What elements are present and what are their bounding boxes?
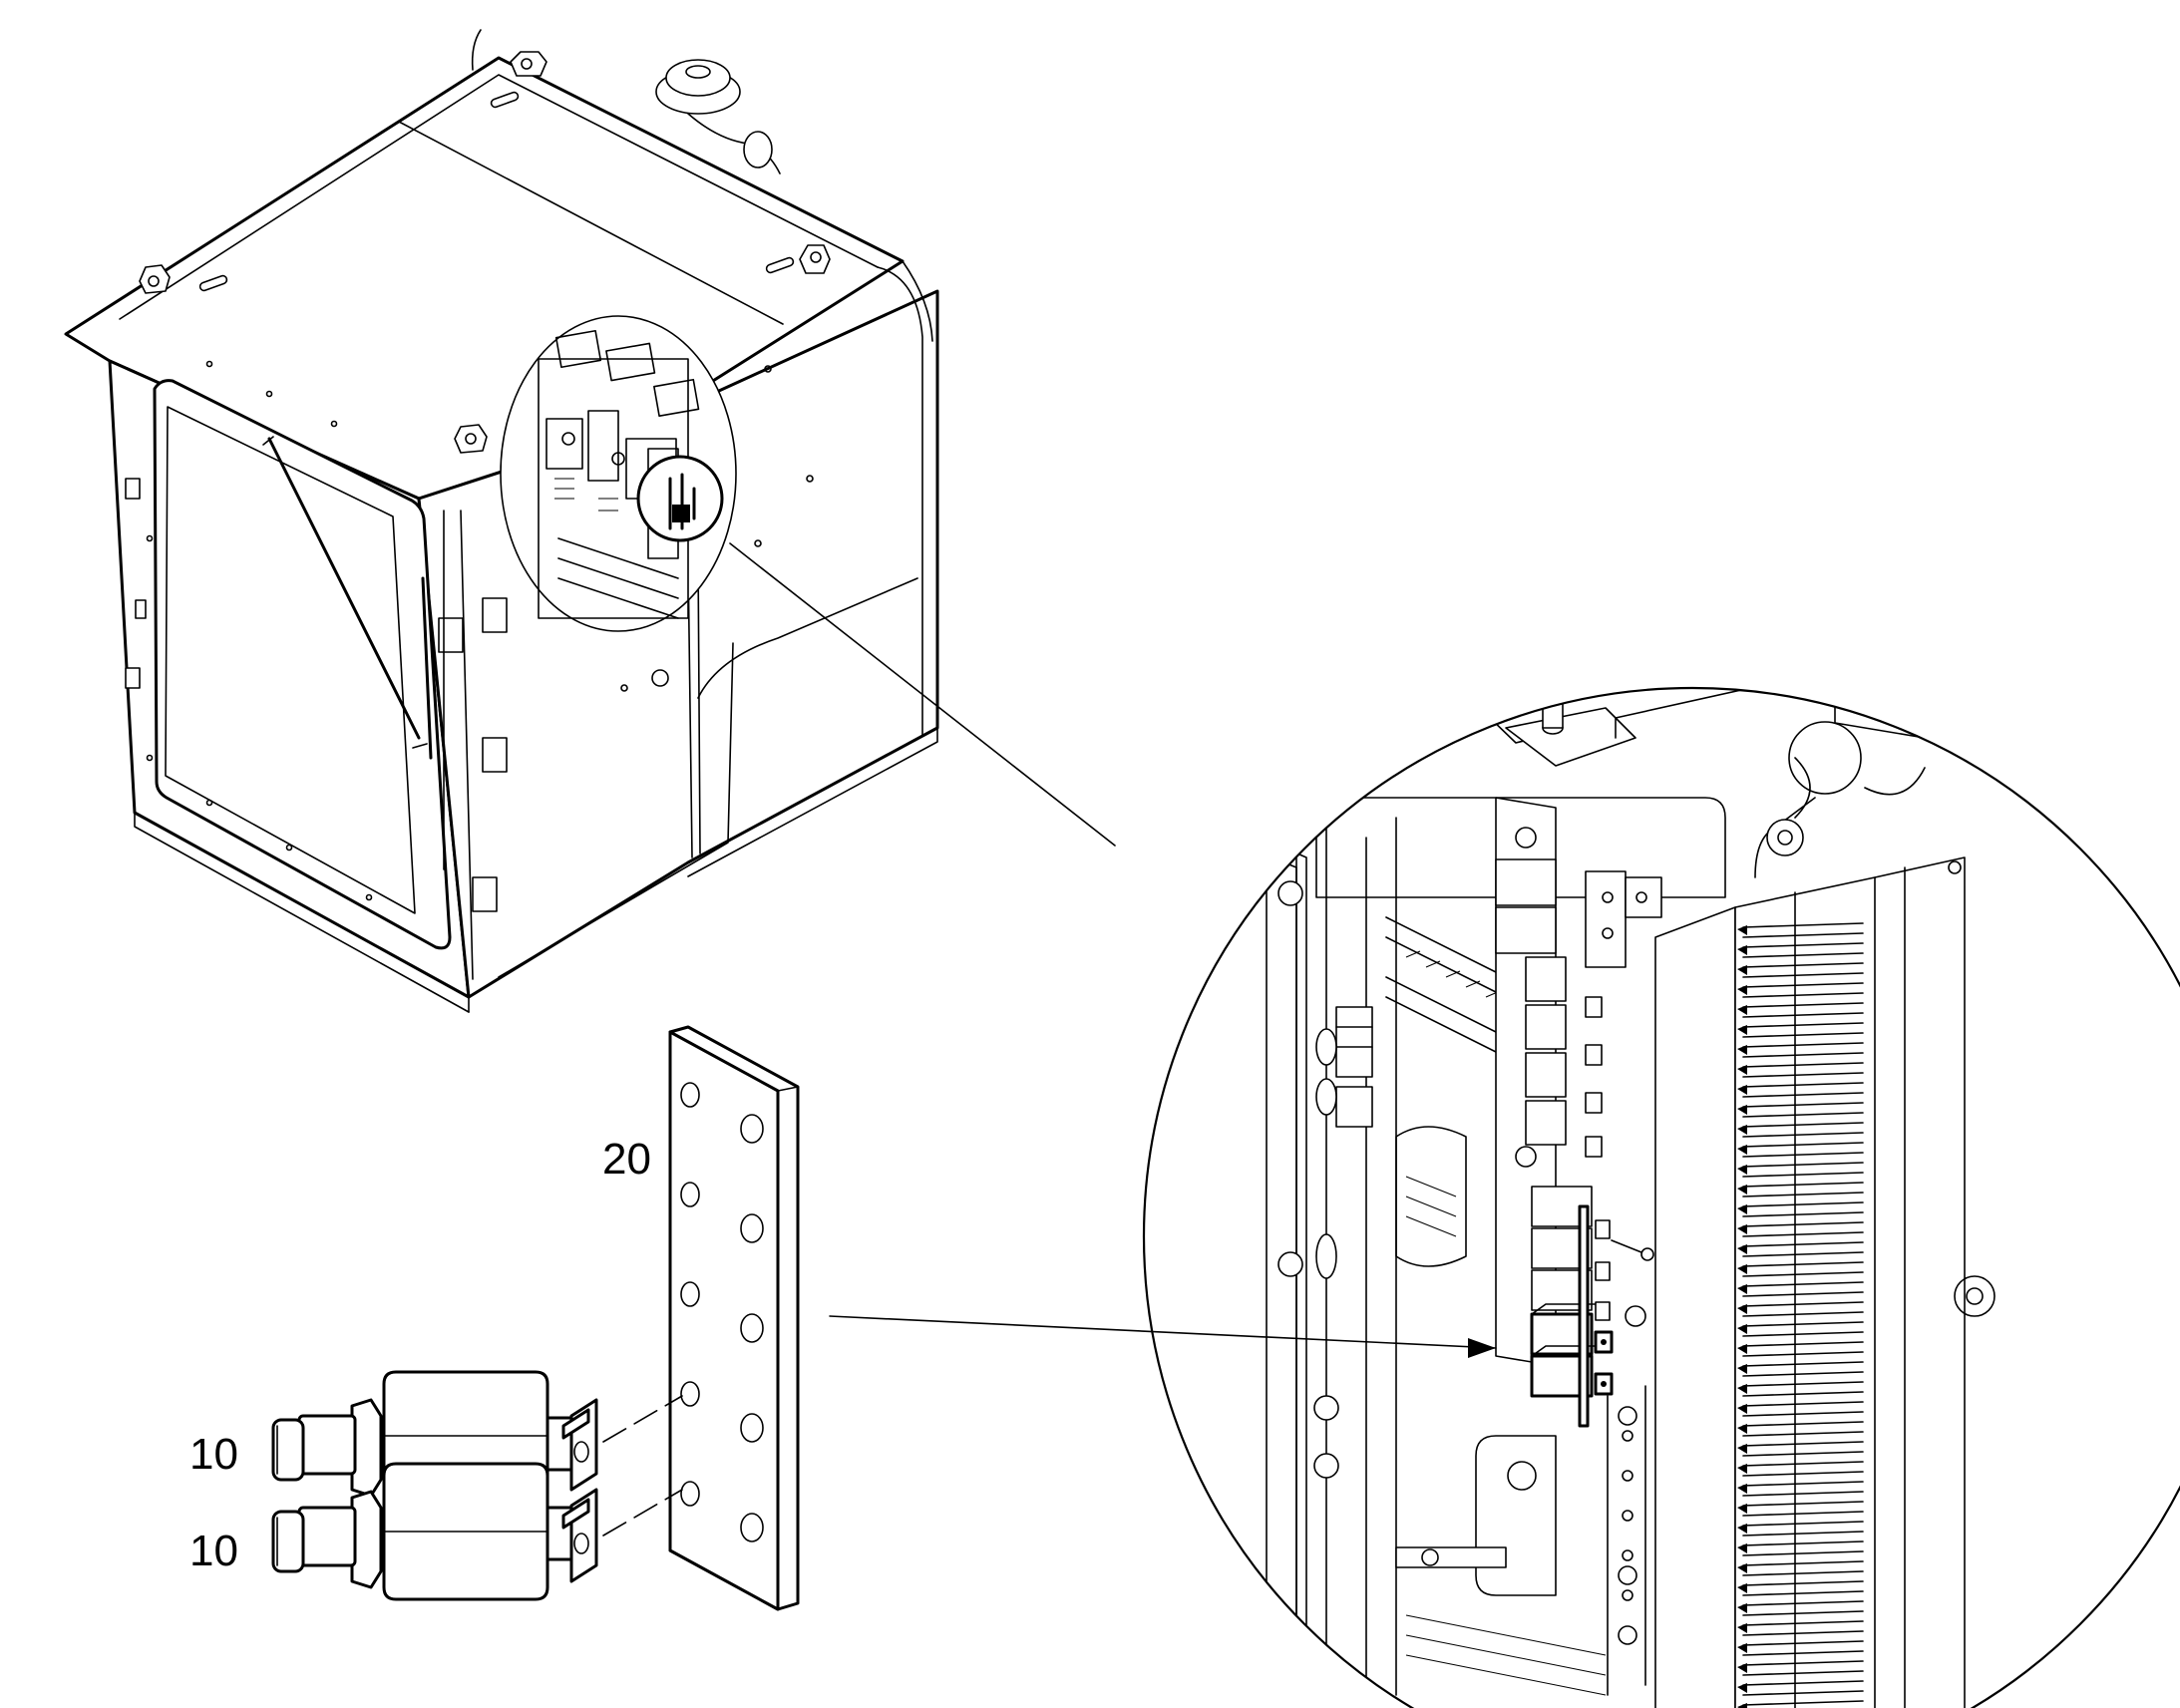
terminal-clip [1737, 965, 1747, 975]
detail-view-circle [1143, 687, 2180, 1708]
terminal-clip [1737, 1384, 1747, 1394]
terminal-row [1742, 1700, 1864, 1708]
terminal-row [1742, 1162, 1864, 1178]
terminal-row [1742, 942, 1864, 958]
terminal-row [1742, 1102, 1864, 1118]
terminal-clip [1737, 1404, 1747, 1414]
terminal-row [1742, 1580, 1864, 1596]
terminal-row [1742, 1441, 1864, 1457]
terminal-clip [1737, 1085, 1747, 1095]
terminal-row [1742, 1281, 1864, 1297]
terminal-clip [1737, 1005, 1747, 1015]
terminal-clip [1737, 1543, 1747, 1553]
terminal-clip [1737, 1125, 1747, 1135]
terminal-clip [1737, 1145, 1747, 1155]
terminal-row [1742, 1142, 1864, 1158]
terminal-row [1742, 1660, 1864, 1676]
terminal-row [1742, 1361, 1864, 1377]
terminal-row [1742, 1002, 1864, 1018]
terminal-row [1742, 1600, 1864, 1616]
terminal-clip [1737, 1244, 1747, 1254]
terminal-row [1742, 1501, 1864, 1517]
terminal-row [1742, 1341, 1864, 1357]
terminal-clip [1737, 1364, 1747, 1374]
terminal-row [1742, 1261, 1864, 1277]
terminal-row [1742, 1481, 1864, 1497]
terminal-row [1742, 1521, 1864, 1537]
terminal-clip [1737, 1703, 1747, 1708]
terminal-clip [1737, 1623, 1747, 1633]
terminal-row [1742, 1421, 1864, 1437]
terminal-row [1742, 1182, 1864, 1197]
terminal-row [1742, 1461, 1864, 1477]
callout-relay-upper: 10 [189, 1430, 238, 1479]
terminal-row [1742, 1022, 1864, 1038]
terminal-clip [1737, 1105, 1747, 1115]
terminal-clip [1737, 1603, 1747, 1613]
terminal-clip [1737, 925, 1747, 935]
terminal-clip [1737, 985, 1747, 995]
terminal-clip [1737, 1643, 1747, 1653]
terminal-row [1742, 1640, 1864, 1656]
terminal-clip [1737, 1224, 1747, 1234]
terminal-clip [1737, 1524, 1747, 1534]
terminal-clip [1737, 1185, 1747, 1195]
terminal-clip [1737, 1563, 1747, 1573]
terminal-clip [1737, 1683, 1747, 1693]
terminal-row [1742, 1082, 1864, 1098]
terminal-clip [1737, 1065, 1747, 1075]
terminal-row [1742, 1680, 1864, 1696]
terminal-row [1742, 982, 1864, 998]
terminal-rows [1737, 922, 1864, 1708]
lower-relay-stack [1530, 1186, 1654, 1428]
terminal-row [1742, 1381, 1864, 1397]
terminal-row [1742, 1042, 1864, 1058]
terminal-clip [1737, 945, 1747, 955]
terminal-row [1742, 1201, 1864, 1217]
callout-mounting-plate: 20 [602, 1135, 651, 1184]
callout-relay-lower: 10 [189, 1527, 238, 1575]
terminal-clip [1737, 1324, 1747, 1334]
terminal-clip [1737, 1663, 1747, 1673]
terminal-clip [1737, 1204, 1747, 1214]
terminal-clip [1737, 1284, 1747, 1294]
terminal-row [1742, 962, 1864, 978]
terminal-row [1742, 1540, 1864, 1556]
relay-part-lower [271, 1462, 598, 1601]
terminal-clip [1737, 1484, 1747, 1494]
terminal-clip [1737, 1464, 1747, 1474]
upper-relay-stack [1495, 858, 1662, 1158]
terminal-clip [1737, 1344, 1747, 1354]
terminal-row [1742, 922, 1864, 938]
terminal-clip [1737, 1025, 1747, 1035]
terminal-clip [1737, 1045, 1747, 1055]
terminal-clip [1737, 1264, 1747, 1274]
terminal-row [1742, 1401, 1864, 1417]
terminal-row [1742, 1221, 1864, 1237]
terminal-row [1742, 1301, 1864, 1317]
terminal-row [1742, 1620, 1864, 1636]
detail-locator-circle [500, 315, 737, 632]
terminal-block-column [1654, 721, 1996, 1708]
terminal-clip [1737, 1165, 1747, 1175]
terminal-clip [1737, 1304, 1747, 1314]
terminal-row [1742, 1062, 1864, 1078]
mounting-plate-part [668, 1025, 800, 1611]
terminal-clip [1737, 1444, 1747, 1454]
placement-arrow [829, 1315, 1497, 1358]
terminal-row [1742, 1321, 1864, 1337]
terminal-clip [1737, 1424, 1747, 1434]
terminal-row [1742, 1560, 1864, 1576]
terminal-row [1742, 1241, 1864, 1257]
terminal-clip [1737, 1504, 1747, 1514]
alignment-dashes [602, 1395, 683, 1537]
terminal-row [1742, 1122, 1864, 1138]
terminal-clip [1737, 1583, 1747, 1593]
